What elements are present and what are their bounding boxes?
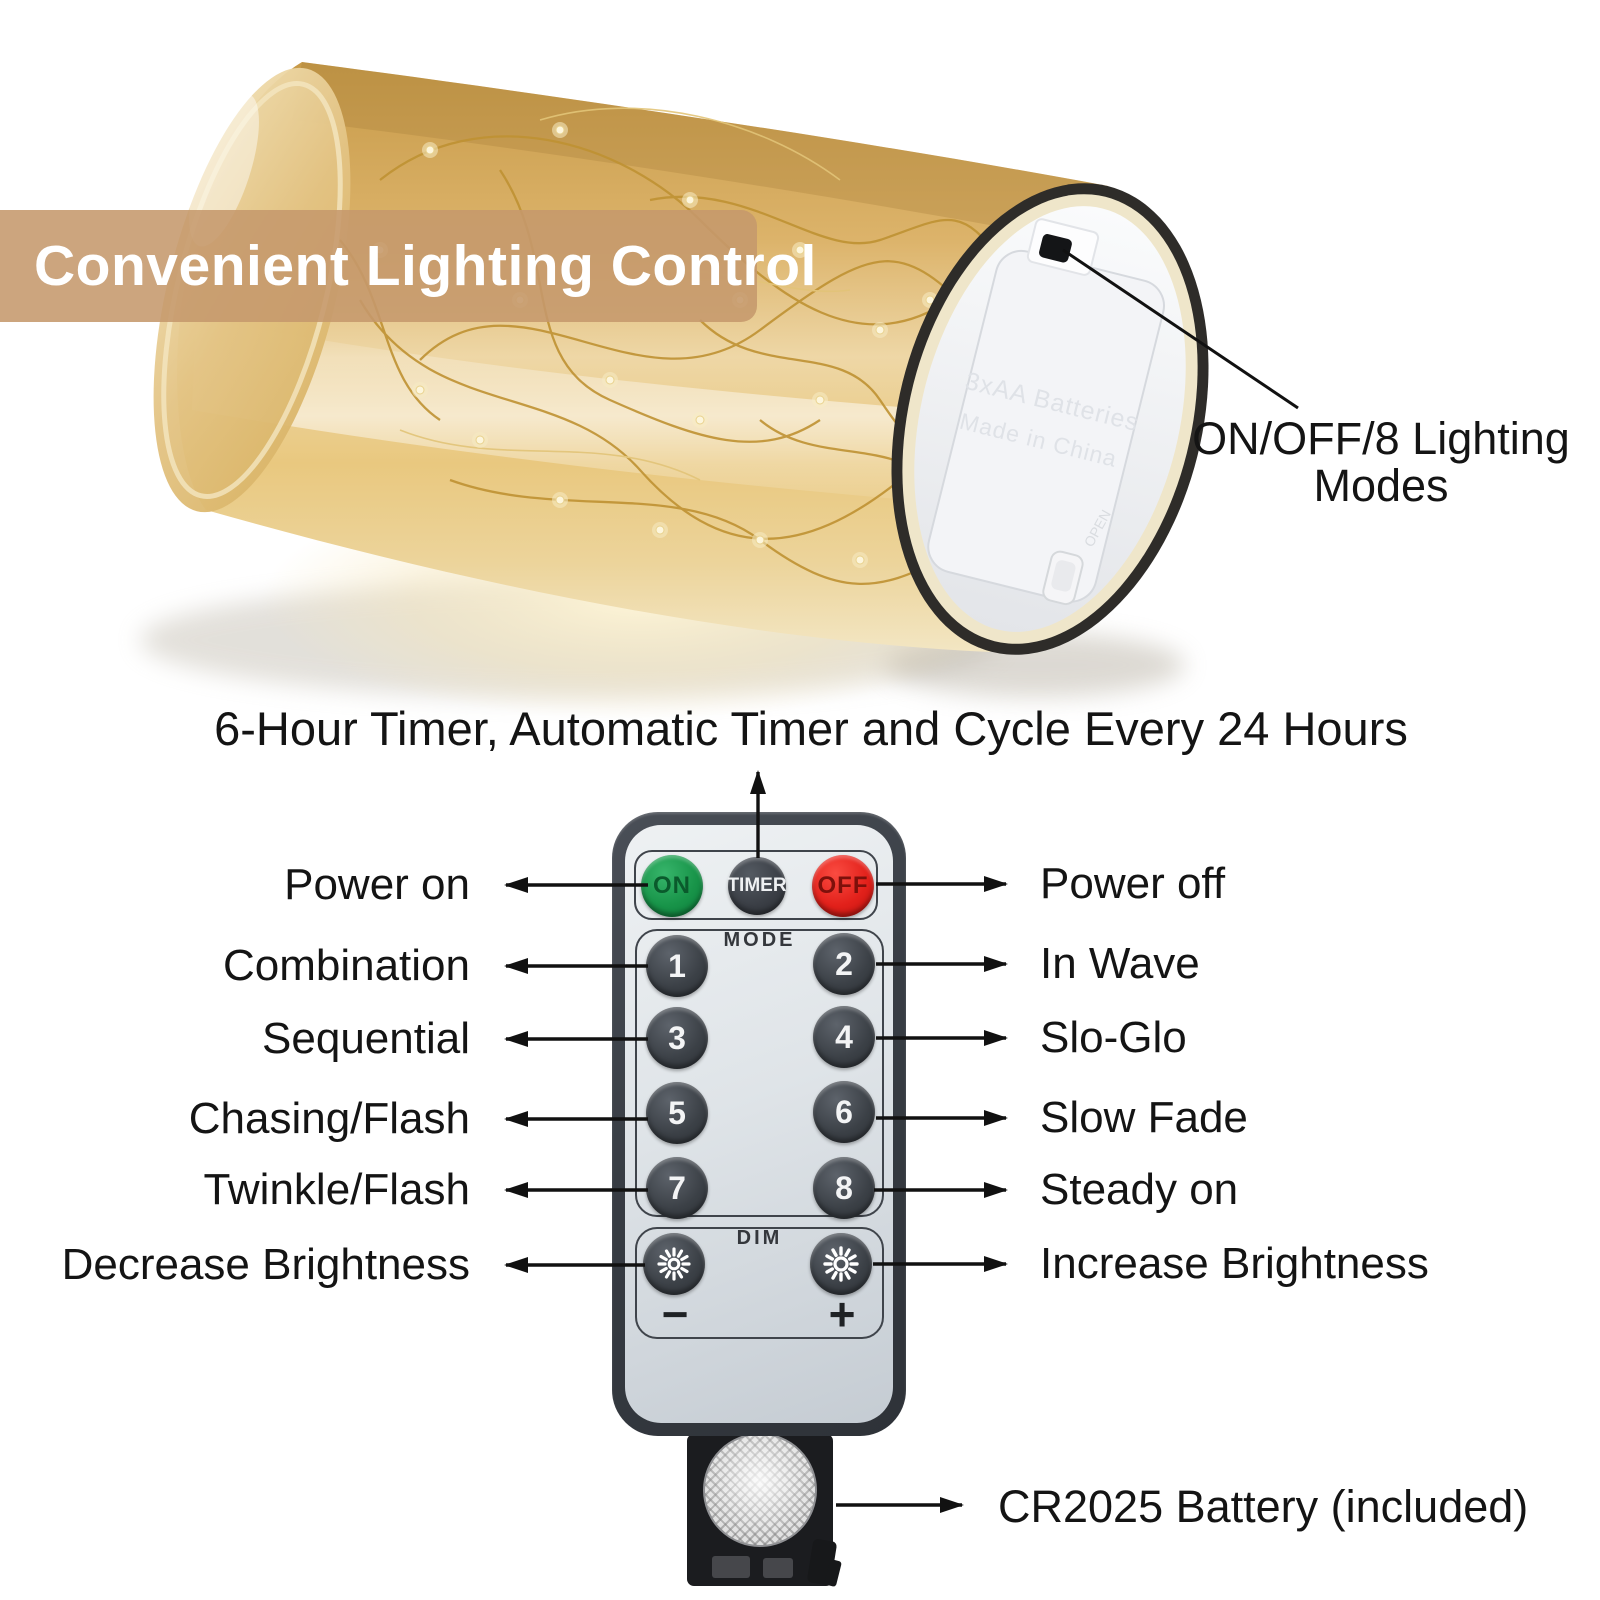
mode-2-label: 2: [835, 945, 853, 982]
mode-6-label: 6: [835, 1093, 853, 1130]
mode-button-5[interactable]: 5: [646, 1082, 708, 1144]
on-button[interactable]: ON: [641, 855, 703, 917]
decrease-brightness-button[interactable]: [643, 1233, 705, 1295]
dim-minus-symbol: −: [661, 1288, 689, 1340]
mode-5-label: 5: [668, 1094, 686, 1131]
timer-button-label: TIMER: [727, 875, 787, 896]
tray-slot: [712, 1556, 750, 1578]
on-button-label: ON: [653, 872, 691, 899]
brightness-sun-icon: [823, 1246, 859, 1282]
mode-button-3[interactable]: 3: [646, 1007, 708, 1069]
label-twinkle-flash: Twinkle/Flash: [203, 1165, 470, 1214]
off-button[interactable]: OFF: [812, 855, 874, 917]
label-sequential: Sequential: [262, 1014, 470, 1063]
label-slo-glo: Slo-Glo: [1040, 1013, 1187, 1062]
tray-slot: [763, 1558, 793, 1578]
brightness-sun-icon: [657, 1247, 691, 1281]
mode-button-group: [635, 929, 884, 1217]
label-combination: Combination: [222, 941, 470, 990]
label-chasing-flash: Chasing/Flash: [188, 1094, 470, 1143]
label-power-on: Power on: [284, 860, 470, 909]
base-cap: 3xAA Batteries Made in China OPEN: [891, 183, 1209, 655]
mode-button-4[interactable]: 4: [813, 1006, 875, 1068]
timer-annotation: 6-Hour Timer, Automatic Timer and Cycle …: [214, 702, 1408, 755]
mode-1-label: 1: [668, 947, 686, 984]
mode-button-2[interactable]: 2: [813, 933, 875, 995]
dim-plus-symbol: +: [828, 1288, 856, 1340]
mode-3-label: 3: [668, 1019, 686, 1056]
onoff-annotation-line2: Modes: [1313, 460, 1449, 511]
dim-button-group: [635, 1227, 884, 1339]
timer-button[interactable]: TIMER: [727, 857, 787, 915]
mode-button-6[interactable]: 6: [813, 1081, 875, 1143]
label-power-off: Power off: [1040, 859, 1226, 908]
off-button-label: OFF: [817, 872, 869, 899]
label-increase-brightness: Increase Brightness: [1040, 1239, 1429, 1288]
label-in-wave: In Wave: [1040, 939, 1200, 988]
title-banner: Convenient Lighting Control: [0, 210, 816, 322]
mode-8-label: 8: [835, 1169, 853, 1206]
mode-4-label: 4: [835, 1018, 853, 1055]
onoff-annotation-line1: ON/OFF/8 Lighting: [1192, 413, 1570, 464]
label-steady-on: Steady on: [1040, 1165, 1239, 1214]
mode-button-8[interactable]: 8: [813, 1157, 875, 1219]
mode-button-7[interactable]: 7: [646, 1157, 708, 1219]
increase-brightness-button[interactable]: [810, 1233, 872, 1295]
fairy-lights-wire: [339, 107, 1001, 586]
mode-section-label: MODE: [723, 929, 796, 951]
label-decrease-brightness: Decrease Brightness: [61, 1240, 470, 1289]
cr2025-battery: [703, 1433, 817, 1547]
mode-7-label: 7: [668, 1169, 686, 1206]
battery-annotation: CR2025 Battery (included): [998, 1481, 1529, 1532]
mode-button-1[interactable]: 1: [646, 935, 708, 997]
label-slow-fade: Slow Fade: [1040, 1093, 1248, 1142]
banner-title: Convenient Lighting Control: [34, 234, 817, 298]
onoff-modes-annotation: ON/OFF/8 Lighting Modes: [1158, 415, 1600, 509]
dim-section-label: DIM: [736, 1227, 783, 1249]
